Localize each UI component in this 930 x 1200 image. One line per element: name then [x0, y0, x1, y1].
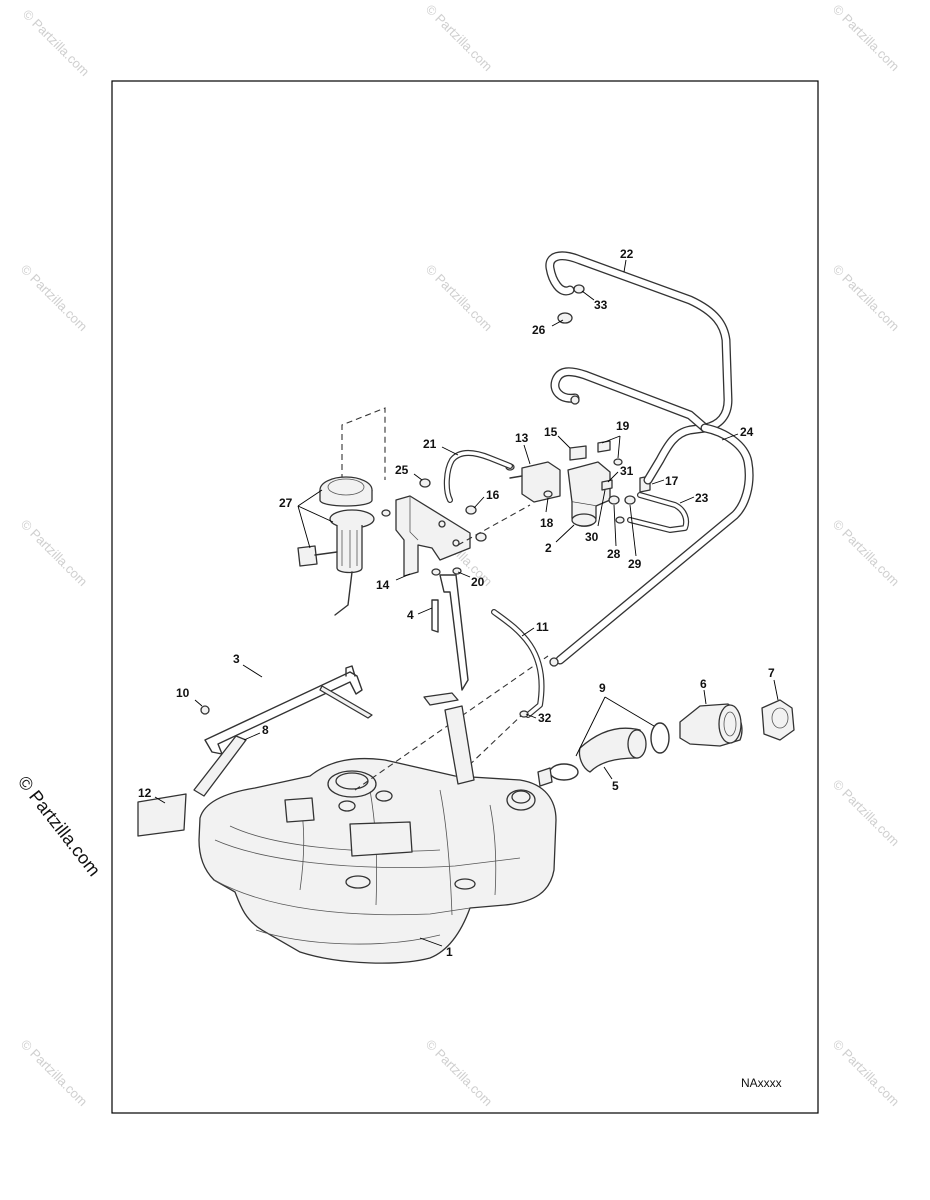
- strap-3: [200, 665, 363, 755]
- watermark: © Partzilla.com: [830, 777, 903, 850]
- callout-28: 28: [607, 547, 621, 561]
- callout-10: 10: [176, 686, 190, 700]
- watermark: © Partzilla.com: [830, 262, 903, 335]
- callout-12: 12: [138, 786, 152, 800]
- fuel-tank: [198, 757, 557, 964]
- hose-clamps-9: [537, 722, 670, 787]
- watermark: © Partzilla.com: [830, 517, 903, 590]
- callout-labels: 1 2 3 4 5 6 7 8 9 10 11 12: [138, 247, 779, 959]
- callout-16: 16: [486, 488, 500, 502]
- callout-30: 30: [585, 530, 599, 544]
- fuel-cap: [761, 699, 795, 741]
- callout-26: 26: [532, 323, 546, 337]
- watermark: © Partzilla.com: [830, 2, 903, 75]
- callout-32: 32: [538, 711, 552, 725]
- filter: [509, 461, 561, 503]
- pad-8: [193, 735, 247, 797]
- callout-27: 27: [279, 496, 293, 510]
- callout-33: 33: [594, 298, 608, 312]
- hose-23: [627, 492, 690, 533]
- hose-11: [491, 609, 545, 718]
- hose-clamps: [519, 284, 585, 718]
- callout-1: 1: [446, 945, 453, 959]
- pad: [423, 692, 459, 706]
- watermark: © Partzilla.com: [423, 2, 496, 75]
- watermark: © Partzilla.com: [830, 1037, 903, 1110]
- callout-13: 13: [515, 431, 529, 445]
- callout-6: 6: [700, 677, 707, 691]
- callout-7: 7: [768, 666, 775, 680]
- callout-9: 9: [599, 681, 606, 695]
- bolt: [419, 478, 431, 488]
- callout-23: 23: [695, 491, 709, 505]
- strap-4: [431, 574, 469, 691]
- callout-2: 2: [545, 541, 552, 555]
- watermark: © Partzilla.com: [20, 7, 93, 80]
- callout-5: 5: [612, 779, 619, 793]
- bolt: [465, 505, 477, 515]
- callout-20: 20: [471, 575, 485, 589]
- callout-8: 8: [262, 723, 269, 737]
- watermark: © Partzilla.com: [423, 262, 496, 335]
- callout-14: 14: [376, 578, 390, 592]
- callout-19: 19: [616, 419, 630, 433]
- filler-hose: [578, 727, 647, 773]
- callout-21: 21: [423, 437, 437, 451]
- bolt: [475, 532, 487, 542]
- hose-22: [545, 251, 733, 485]
- callout-3: 3: [233, 652, 240, 666]
- pad: [444, 705, 475, 785]
- pad-12: [137, 793, 187, 837]
- watermark: © Partzilla.com: [18, 262, 91, 335]
- callout-17: 17: [665, 474, 679, 488]
- assembly-line: [461, 711, 526, 773]
- watermark: © Partzilla.com: [18, 517, 91, 590]
- callout-22: 22: [620, 247, 634, 261]
- assembly-line: [354, 655, 549, 791]
- callout-15: 15: [544, 425, 558, 439]
- watermark: © Partzilla.com: [18, 1037, 91, 1110]
- callout-24: 24: [740, 425, 754, 439]
- hose-21: [443, 450, 513, 503]
- bracket: [395, 495, 471, 577]
- canister: [567, 461, 611, 527]
- watermark: © Partzilla.com: [423, 1037, 496, 1110]
- callout-29: 29: [628, 557, 642, 571]
- reference-code: NAxxxx: [741, 1076, 782, 1090]
- callout-18: 18: [540, 516, 554, 530]
- callout-11: 11: [536, 620, 549, 634]
- assembly-line: [457, 504, 531, 546]
- bolt: [431, 568, 441, 576]
- diagram-frame: [111, 80, 819, 1114]
- fuel-pump-assembly: [297, 407, 391, 616]
- callout-31: 31: [620, 464, 634, 478]
- hose-24: [555, 423, 754, 665]
- copyright-text: © Partzilla.com: [14, 772, 104, 880]
- callout-4: 4: [407, 608, 414, 622]
- callout-25: 25: [395, 463, 409, 477]
- watermark-layer: © Partzilla.com © Partzilla.com © Partzi…: [18, 2, 903, 1110]
- filler-neck: [679, 703, 743, 747]
- pad: [319, 685, 373, 719]
